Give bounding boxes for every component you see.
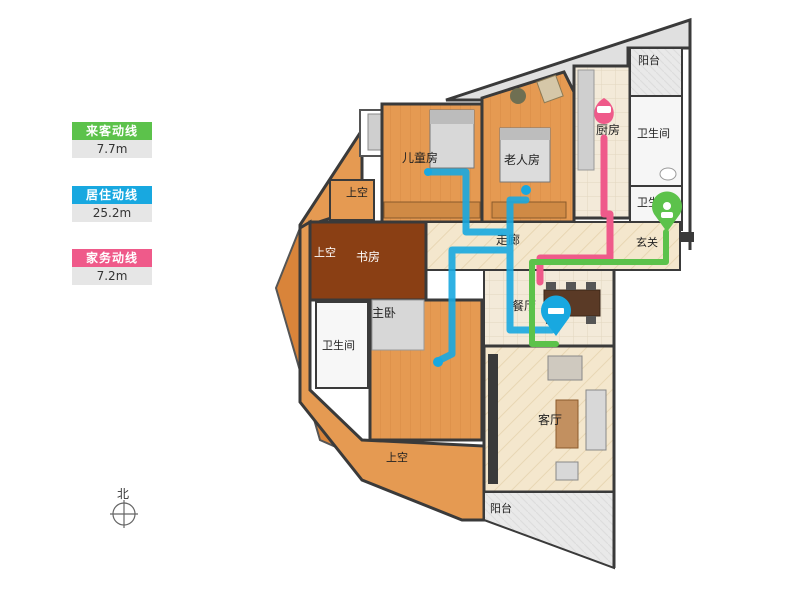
legend-chore-value: 7.2m bbox=[72, 267, 152, 285]
living-room: 客厅 bbox=[482, 344, 616, 494]
study: 上空 书房 bbox=[308, 220, 428, 302]
balcony-top-label: 阳台 bbox=[638, 53, 660, 67]
void-label-1: 上空 bbox=[346, 185, 368, 199]
master-bedroom: 主卧 bbox=[368, 298, 484, 442]
entry-pin-icon bbox=[652, 191, 682, 232]
study-label: 书房 bbox=[356, 249, 380, 264]
bathroom-3: 卫生间 bbox=[315, 301, 369, 389]
legend-chore-label: 家务动线 bbox=[72, 249, 152, 267]
void-bottom: 上空 bbox=[386, 450, 408, 464]
living-label: 客厅 bbox=[538, 412, 562, 427]
children-room-label: 儿童房 bbox=[402, 150, 438, 165]
legend-living-label: 居住动线 bbox=[72, 186, 152, 204]
kitchen-pin-icon bbox=[594, 98, 614, 124]
kitchen-label: 厨房 bbox=[596, 122, 620, 137]
compass-label: 北 bbox=[117, 487, 129, 501]
legend-guest: 来客动线 7.7m bbox=[72, 122, 152, 158]
bathroom-3-label: 卫生间 bbox=[322, 338, 355, 352]
elder-room-label: 老人房 bbox=[504, 152, 540, 167]
balcony-bottom: 阳台 bbox=[483, 491, 615, 570]
foyer-label: 玄关 bbox=[636, 235, 658, 249]
north-compass-icon: 北 bbox=[110, 487, 138, 528]
balcony-top: 阳台 bbox=[629, 47, 683, 97]
void-label-2: 上空 bbox=[314, 245, 336, 259]
legend-guest-value: 7.7m bbox=[72, 140, 152, 158]
void-label-3: 上空 bbox=[386, 450, 408, 464]
living-route bbox=[424, 168, 556, 367]
legend-guest-label: 来客动线 bbox=[72, 122, 152, 140]
legend-living-value: 25.2m bbox=[72, 204, 152, 222]
bathroom-1: 卫生间 bbox=[629, 95, 683, 187]
legend-living: 居住动线 25.2m bbox=[72, 186, 152, 222]
bed-pin-icon bbox=[541, 295, 571, 336]
guest-route bbox=[529, 229, 669, 347]
master-bedroom-label: 主卧 bbox=[372, 306, 396, 320]
legend-chore: 家务动线 7.2m bbox=[72, 249, 152, 285]
bathroom-1-label: 卫生间 bbox=[637, 126, 670, 140]
balcony-bottom-label: 阳台 bbox=[490, 501, 512, 515]
